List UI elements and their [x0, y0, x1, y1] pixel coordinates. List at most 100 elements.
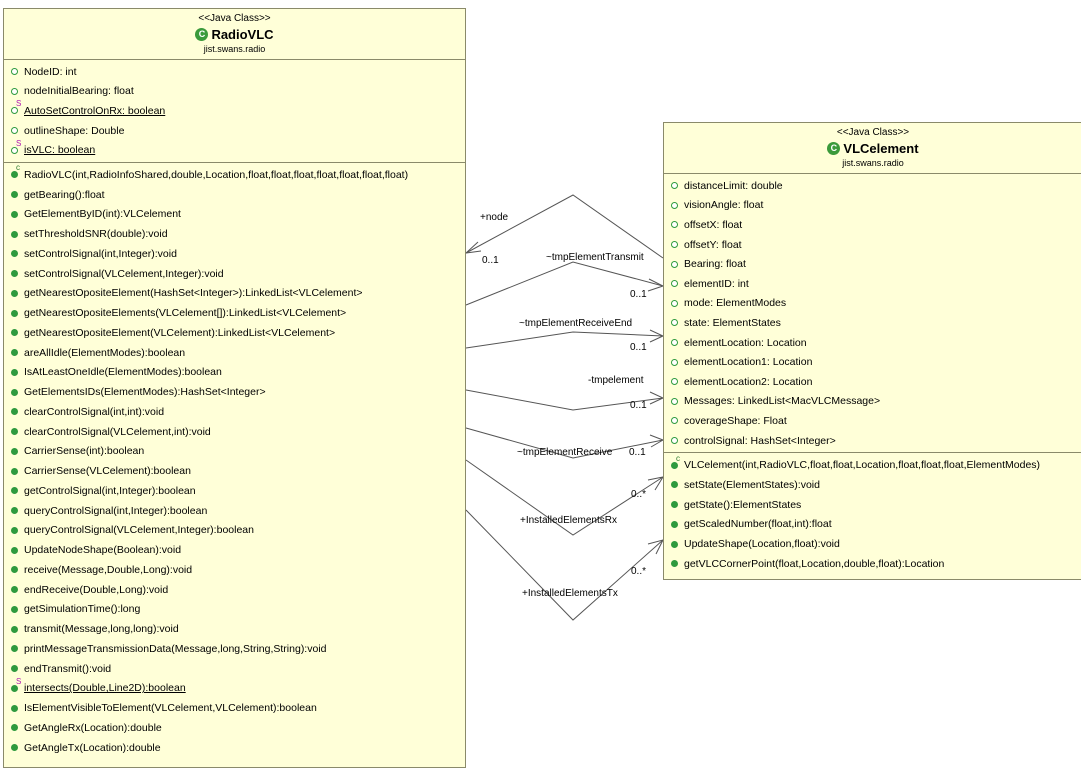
public-static-method-icon: S — [10, 677, 21, 693]
attribute-row[interactable]: offsetY: float — [664, 235, 1081, 255]
operation-label: CarrierSense(int):boolean — [24, 445, 145, 458]
attribute-label: mode: ElementModes — [684, 297, 787, 310]
operation-row[interactable]: receive(Message,Double,Long):void — [4, 560, 465, 580]
operation-row[interactable]: IsAtLeastOneIdle(ElementModes):boolean — [4, 362, 465, 382]
attribute-row[interactable]: visionAngle: float — [664, 196, 1081, 216]
attribute-row[interactable]: Bearing: float — [664, 254, 1081, 274]
public-method-icon — [10, 486, 19, 495]
attribute-label: Bearing: float — [684, 258, 746, 271]
operation-row[interactable]: setThresholdSNR(double):void — [4, 224, 465, 244]
public-method-icon — [10, 427, 19, 436]
operation-row[interactable]: getBearing():float — [4, 185, 465, 205]
class-radiovlc[interactable]: <<Java Class>> C RadioVLC jist.swans.rad… — [3, 8, 466, 768]
assoc-mult-tmpelement: 0..1 — [630, 400, 647, 411]
attribute-row[interactable]: nodeInitialBearing: float — [4, 82, 465, 102]
attribute-row[interactable]: elementLocation2: Location — [664, 372, 1081, 392]
operation-row[interactable]: getVLCCornerPoint(float,Location,double,… — [664, 554, 1081, 574]
operation-row[interactable]: areAllIdle(ElementModes):boolean — [4, 343, 465, 363]
public-field-icon — [670, 220, 679, 229]
assoc-role-node: +node — [480, 212, 509, 223]
operation-row[interactable]: UpdateShape(Location,float):void — [664, 534, 1081, 554]
public-method-icon — [10, 407, 19, 416]
assoc-line-installedElementsRx — [465, 459, 664, 536]
operation-label: setState(ElementStates):void — [684, 478, 820, 491]
public-method-icon — [670, 520, 679, 529]
operation-row[interactable]: queryControlSignal(VLCelement,Integer):b… — [4, 520, 465, 540]
public-method-icon — [670, 559, 679, 568]
attribute-row[interactable]: outlineShape: Double — [4, 121, 465, 141]
operation-row[interactable]: IsElementVisibleToElement(VLCelement,VLC… — [4, 698, 465, 718]
operation-row[interactable]: CarrierSense(VLCelement):boolean — [4, 461, 465, 481]
operation-row[interactable]: endTransmit():void — [4, 659, 465, 679]
operation-row[interactable]: getScaledNumber(float,int):float — [664, 515, 1081, 535]
operation-row[interactable]: GetElementByID(int):VLCelement — [4, 204, 465, 224]
operation-label: IsElementVisibleToElement(VLCelement,VLC… — [24, 702, 317, 715]
operation-row[interactable]: setState(ElementStates):void — [664, 475, 1081, 495]
public-field-icon — [670, 318, 679, 327]
class-vlcelement[interactable]: <<Java Class>> C VLCelement jist.swans.r… — [663, 122, 1081, 580]
public-method-icon — [10, 269, 19, 278]
attribute-row[interactable]: elementLocation: Location — [664, 333, 1081, 353]
assoc-line-tmpElementTransmit — [465, 261, 664, 306]
operation-row[interactable]: getNearestOpositeElements(VLCelement[]):… — [4, 303, 465, 323]
assoc-mult-installedElementsRx: 0..* — [631, 489, 647, 500]
attribute-row[interactable]: mode: ElementModes — [664, 294, 1081, 314]
operation-row[interactable]: endReceive(Double,Long):void — [4, 580, 465, 600]
operation-row[interactable]: clearControlSignal(VLCelement,int):void — [4, 422, 465, 442]
operation-label: GetElementByID(int):VLCelement — [24, 208, 181, 221]
public-field-icon — [10, 87, 19, 96]
public-method-icon — [10, 605, 19, 614]
operation-row[interactable]: GetAngleRx(Location):double — [4, 718, 465, 738]
operation-row[interactable]: GetAngleTx(Location):double — [4, 738, 465, 758]
attribute-row[interactable]: offsetX: float — [664, 215, 1081, 235]
operation-row[interactable]: getNearestOpositeElement(HashSet<Integer… — [4, 283, 465, 303]
public-field-icon — [670, 279, 679, 288]
operation-row[interactable]: transmit(Message,long,long):void — [4, 619, 465, 639]
operation-row[interactable]: setControlSignal(VLCelement,Integer):voi… — [4, 264, 465, 284]
operation-label: queryControlSignal(int,Integer):boolean — [24, 504, 208, 517]
operation-row[interactable]: GetElementsIDs(ElementModes):HashSet<Int… — [4, 382, 465, 402]
public-method-icon — [670, 540, 679, 549]
operation-label: transmit(Message,long,long):void — [24, 623, 179, 636]
assoc-role-tmpElementTransmit: ~tmpElementTransmit — [546, 252, 644, 263]
public-method-icon — [10, 249, 19, 258]
attribute-row[interactable]: state: ElementStates — [664, 313, 1081, 333]
operation-row[interactable]: getSimulationTime():long — [4, 599, 465, 619]
operation-row[interactable]: printMessageTransmissionData(Message,lon… — [4, 639, 465, 659]
attribute-label: Messages: LinkedList<MacVLCMessage> — [684, 395, 881, 408]
attribute-row[interactable]: controlSignal: HashSet<Integer> — [664, 431, 1081, 451]
public-method-icon — [10, 704, 19, 713]
public-method-icon — [10, 348, 19, 357]
operation-row[interactable]: getState():ElementStates — [664, 495, 1081, 515]
operation-row[interactable]: getNearestOpositeElement(VLCelement):Lin… — [4, 323, 465, 343]
attribute-row[interactable]: NodeID: int — [4, 62, 465, 82]
public-method-icon — [10, 723, 19, 732]
operation-row[interactable]: queryControlSignal(int,Integer):boolean — [4, 501, 465, 521]
operation-row[interactable]: getControlSignal(int,Integer):boolean — [4, 481, 465, 501]
attribute-label: coverageShape: Float — [684, 414, 787, 427]
operation-label: intersects(Double,Line2D):boolean — [24, 682, 186, 695]
attribute-row[interactable]: elementID: int — [664, 274, 1081, 294]
attribute-row[interactable]: elementLocation1: Location — [664, 352, 1081, 372]
operation-row[interactable]: setControlSignal(int,Integer):void — [4, 244, 465, 264]
constructor-icon: c — [10, 164, 20, 179]
public-field-icon — [670, 338, 679, 347]
operation-row[interactable]: CarrierSense(int):boolean — [4, 441, 465, 461]
public-method-icon — [10, 388, 19, 397]
attribute-row[interactable]: coverageShape: Float — [664, 411, 1081, 431]
assoc-line-tmpElementReceiveEnd — [465, 331, 664, 349]
assoc-mult-tmpElementTransmit: 0..1 — [630, 289, 647, 300]
attribute-row[interactable]: distanceLimit: double — [664, 176, 1081, 196]
operation-row[interactable]: UpdateNodeShape(Boolean):void — [4, 540, 465, 560]
attribute-row[interactable]: Messages: LinkedList<MacVLCMessage> — [664, 392, 1081, 412]
assoc-role-tmpElementReceiveEnd: ~tmpElementReceiveEnd — [519, 318, 633, 329]
operation-row[interactable]: clearControlSignal(int,int):void — [4, 402, 465, 422]
operation-label: getState():ElementStates — [684, 498, 802, 511]
